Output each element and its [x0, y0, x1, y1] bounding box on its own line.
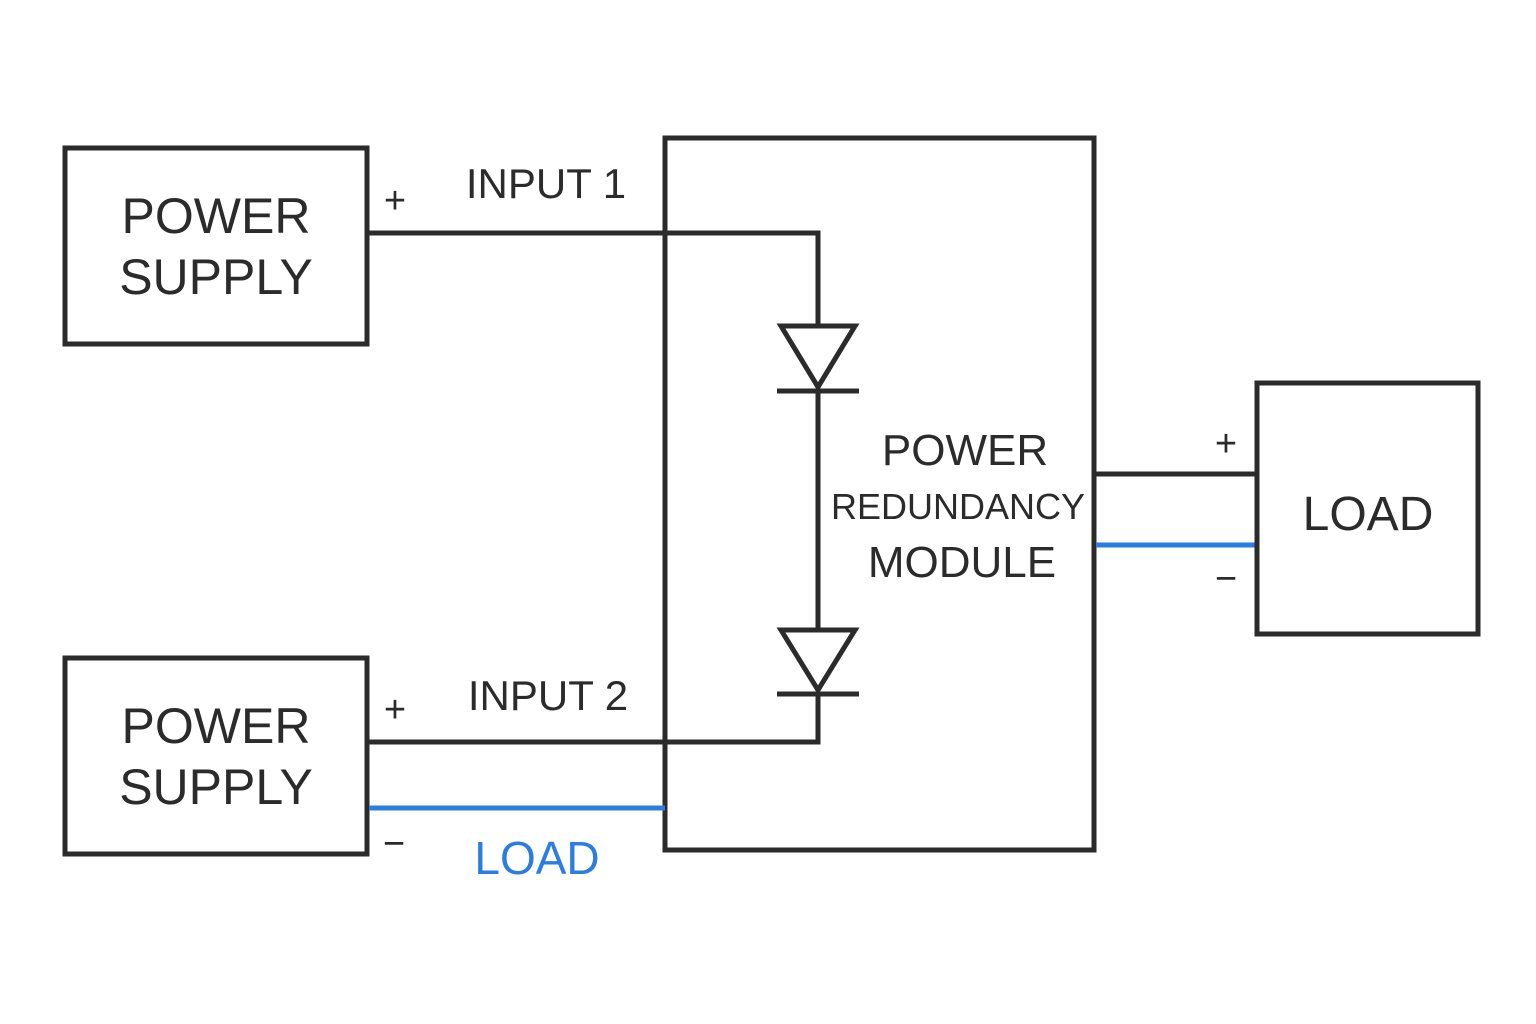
input-2-label: INPUT 2	[468, 672, 628, 719]
power-supply-1: POWER SUPPLY +	[62, 145, 406, 347]
power-supply-1-plus-terminal: +	[384, 180, 406, 222]
power-supply-2-plus-terminal: +	[384, 689, 406, 731]
load-minus-terminal: −	[1215, 558, 1237, 600]
load: LOAD + −	[1215, 380, 1481, 637]
power-supply-2-label-line1: POWER	[122, 698, 311, 754]
module-label-line3: MODULE	[868, 538, 1056, 587]
input-1: INPUT 1	[367, 160, 821, 326]
load-plus-terminal: +	[1215, 423, 1237, 465]
power-supply-2: POWER SUPPLY + −	[62, 655, 406, 865]
negative-return: LOAD	[369, 805, 665, 884]
input-2: INPUT 2	[367, 672, 821, 745]
power-redundancy-module: POWER REDUNDANCY MODULE	[662, 135, 1097, 853]
diode-2-triangle	[776, 627, 860, 695]
power-supply-1-label-line1: POWER	[122, 188, 311, 244]
diode-1-triangle	[776, 323, 860, 392]
diode-2	[776, 627, 860, 697]
load-box	[1254, 380, 1481, 637]
power-supply-2-minus-terminal: −	[383, 823, 405, 865]
input-1-wire	[367, 230, 821, 326]
power-supply-2-box	[62, 655, 370, 857]
module-label-line1: POWER	[882, 426, 1048, 475]
power-supply-1-box	[62, 145, 370, 347]
load-label: LOAD	[1303, 488, 1434, 541]
module-box	[662, 135, 1097, 853]
input-1-label: INPUT 1	[466, 160, 626, 207]
negative-return-label: LOAD	[474, 832, 599, 884]
diode-1	[776, 323, 860, 394]
power-supply-2-label-line2: SUPPLY	[119, 759, 313, 815]
input-2-wire	[367, 694, 821, 745]
module-label-line2: REDUNDANCY	[831, 486, 1085, 527]
power-supply-1-label-line2: SUPPLY	[119, 249, 313, 305]
